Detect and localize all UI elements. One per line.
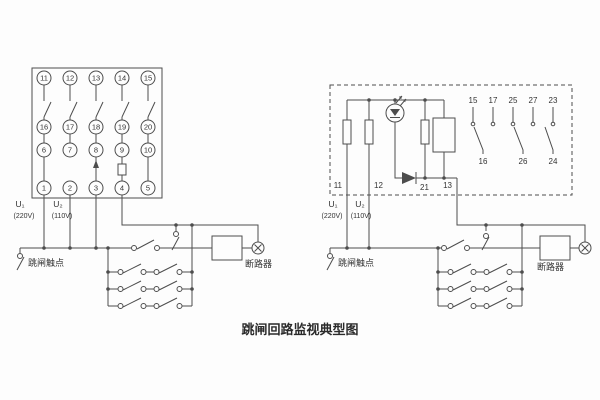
output-contacts: 15 17 25 27 23 16 26 24	[469, 96, 558, 166]
right-external-wiring	[329, 225, 579, 308]
terminal-label: 19	[118, 123, 126, 132]
circuit-breaker-label: 断路器	[537, 261, 564, 272]
schematic-terminal-11: 11	[334, 181, 343, 190]
contact-terminal-17: 17	[489, 96, 498, 105]
junction-dots	[345, 98, 524, 291]
rail-contact-symbol	[131, 239, 160, 251]
contact-terminal-27: 27	[529, 96, 538, 105]
terminal-label: 8	[94, 146, 98, 155]
aux-contact-symbol	[171, 231, 180, 251]
schematic-terminal-12: 12	[374, 181, 383, 190]
terminal-label: 1	[42, 184, 46, 193]
trip-contact-label: 跳闸触点	[338, 257, 374, 268]
u1-voltage-label: (220V)	[13, 213, 34, 220]
schematic-dashed-outline	[329, 84, 573, 196]
terminal-label: 5	[146, 184, 150, 193]
junction-dots	[42, 223, 194, 291]
terminal-label: 4	[120, 184, 124, 193]
lamp-icon	[578, 241, 592, 255]
terminal-label: 2	[68, 184, 72, 193]
schematic-terminal-21: 21	[420, 183, 429, 192]
u2-voltage-label: (110V)	[52, 213, 73, 220]
terminal-label: 13	[92, 74, 100, 83]
left-diagram: 11 12 13 14 15 16 17 18 19 20 6 7 8 9 10	[13, 67, 272, 309]
circuit-breaker-box	[211, 235, 243, 261]
terminal-label: 6	[42, 146, 46, 155]
aux-ladder-contacts	[117, 269, 183, 309]
trip-contact-label: 跳闸触点	[28, 257, 64, 268]
u1-voltage-label: (220V)	[321, 213, 342, 220]
diagram-title: 跳闸回路监视典型图	[241, 322, 358, 337]
terminal-label: 7	[68, 146, 72, 155]
block-arrow-icon	[93, 160, 99, 168]
led-icon	[385, 95, 407, 123]
circuit-breaker-box	[539, 235, 571, 261]
right-diagram: 11 12 21 13 15 17 25 27 23 16 26 24 U₁ (…	[321, 84, 592, 309]
terminal-label: 9	[120, 146, 124, 155]
terminal-label: 15	[144, 74, 152, 83]
contact-terminal-15: 15	[469, 96, 478, 105]
terminal-label: 14	[118, 74, 126, 83]
u2-voltage-label: (110V)	[351, 213, 372, 220]
terminal-row-2: 16 17 18 19 20	[36, 119, 156, 135]
terminal-label: 3	[94, 184, 98, 193]
trip-contact-symbol	[16, 253, 25, 271]
contact-terminal-16: 16	[479, 157, 488, 166]
circuit-breaker-label: 断路器	[245, 258, 272, 269]
terminal-label: 10	[144, 146, 152, 155]
terminal-label: 20	[144, 123, 152, 132]
terminal-label: 17	[66, 123, 74, 132]
terminal-label: 18	[92, 123, 100, 132]
diode-icon	[402, 172, 417, 184]
schematic-wiring	[346, 99, 586, 248]
left-external-wiring	[19, 195, 259, 308]
terminal-label: 11	[40, 74, 48, 83]
terminal-row-3: 6 7 8 9 10	[36, 142, 156, 158]
rail-contact-symbol	[441, 239, 470, 251]
aux-ladder-contacts	[447, 269, 513, 309]
contact-terminal-26: 26	[519, 157, 528, 166]
relay-coil-box	[432, 117, 456, 153]
resistor-1	[342, 119, 352, 145]
u1-label: U₁	[15, 199, 24, 209]
contact-terminal-24: 24	[549, 157, 558, 166]
u2-label: U₂	[355, 199, 364, 209]
terminal-label: 12	[66, 74, 74, 83]
terminal-label: 16	[40, 123, 48, 132]
block-resistor	[117, 163, 127, 176]
schematic-terminal-13: 13	[443, 181, 452, 190]
lamp-icon	[251, 241, 265, 255]
contact-terminal-23: 23	[549, 96, 558, 105]
u1-label: U₁	[328, 199, 337, 209]
resistor-3	[420, 119, 430, 145]
resistor-2	[364, 119, 374, 145]
terminal-block-internal-wiring	[43, 85, 156, 181]
aux-contact-symbol	[481, 233, 490, 251]
u2-label: U₂	[53, 199, 62, 209]
contact-terminal-25: 25	[509, 96, 518, 105]
trip-contact-symbol	[326, 253, 335, 271]
terminal-row-1: 11 12 13 14 15	[36, 70, 156, 86]
